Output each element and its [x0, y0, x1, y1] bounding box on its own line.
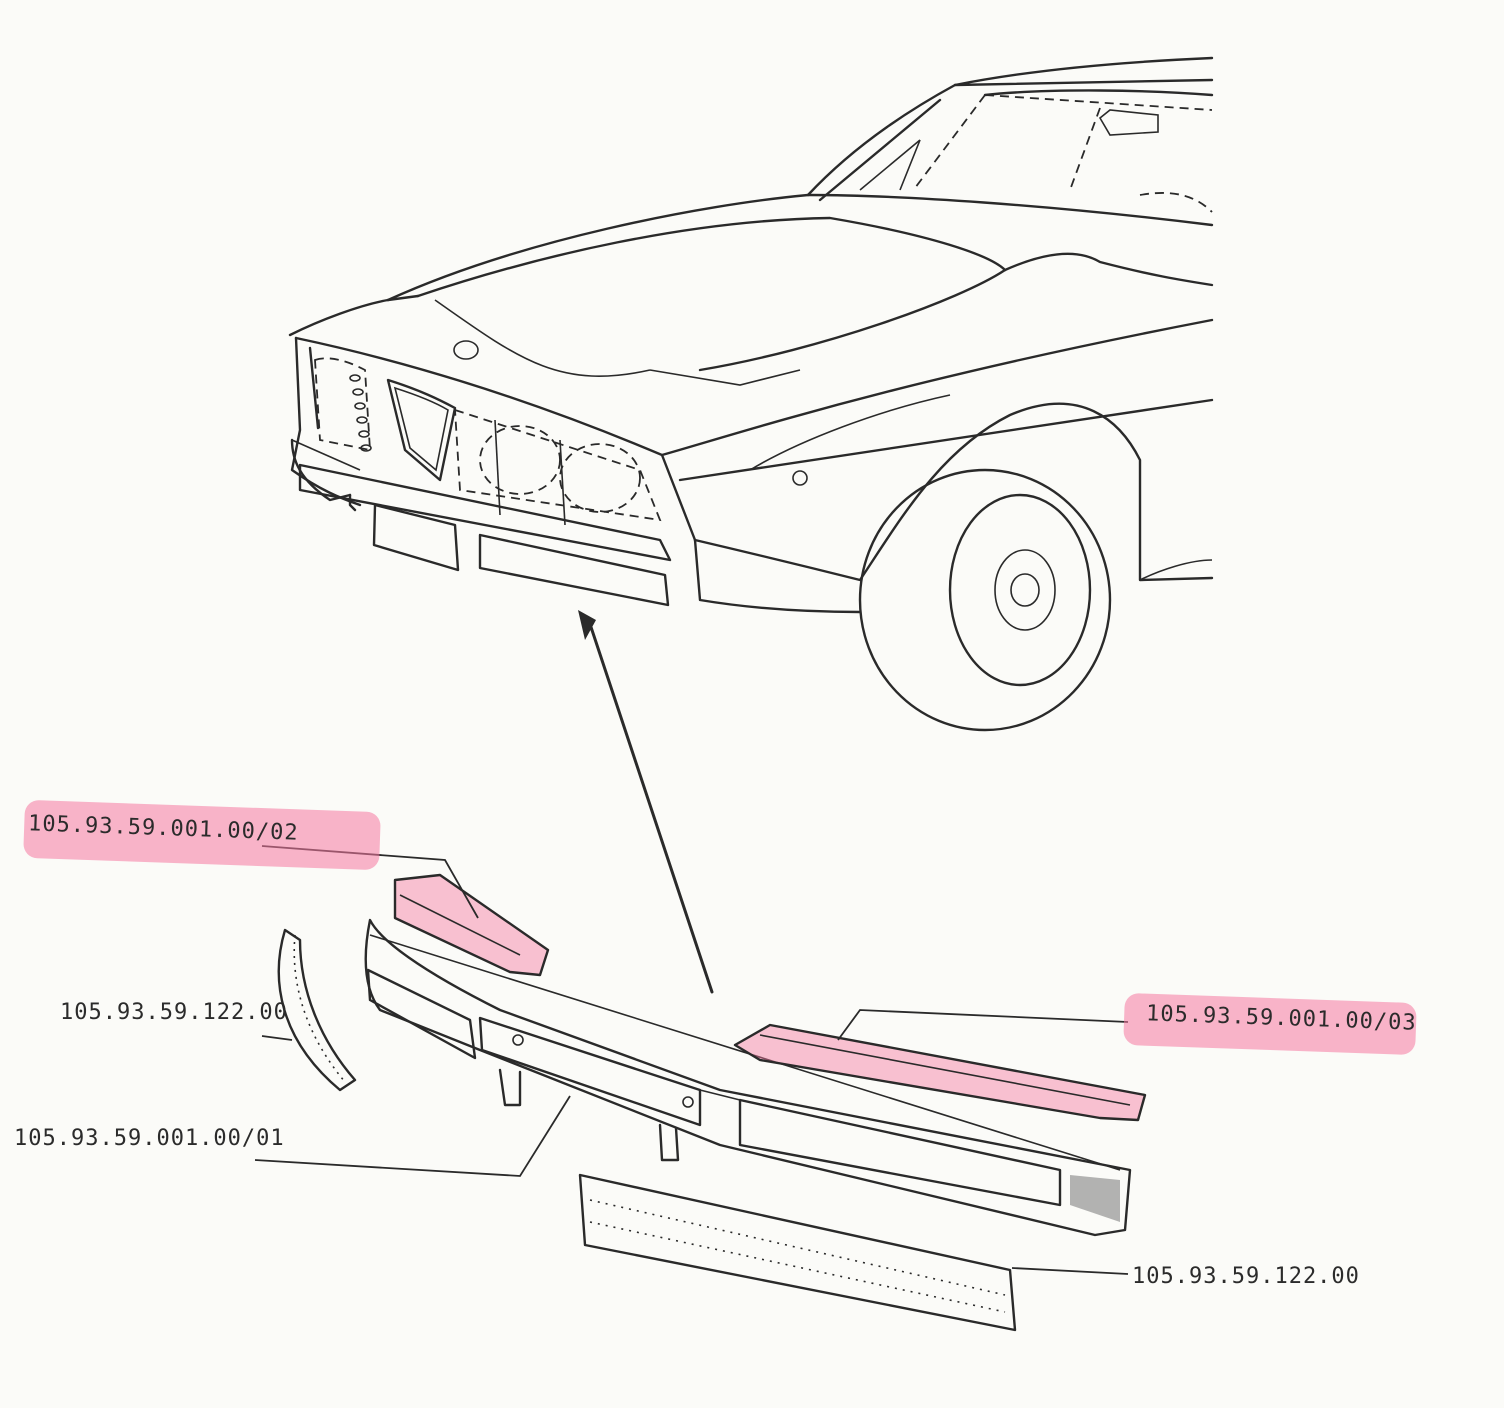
grille-slots [349, 374, 372, 452]
part-label-rubber-front: 105.93.59.122.00 [1132, 1264, 1360, 1289]
left-reinforcement-part [393, 873, 550, 977]
part-label-rubber-left: 105.93.59.122.00 [60, 1000, 288, 1025]
car-body-outline [288, 56, 1214, 732]
right-reinforcement-part [733, 1023, 1147, 1122]
main-bumper-part [364, 918, 1132, 1237]
front-rubber-strip [578, 1173, 1017, 1332]
left-rubber-strip [277, 928, 357, 1092]
part-label-bumper: 105.93.59.001.00/01 [14, 1126, 285, 1151]
leader-lines [254, 845, 1129, 1275]
arrow-to-bumper [578, 610, 714, 994]
